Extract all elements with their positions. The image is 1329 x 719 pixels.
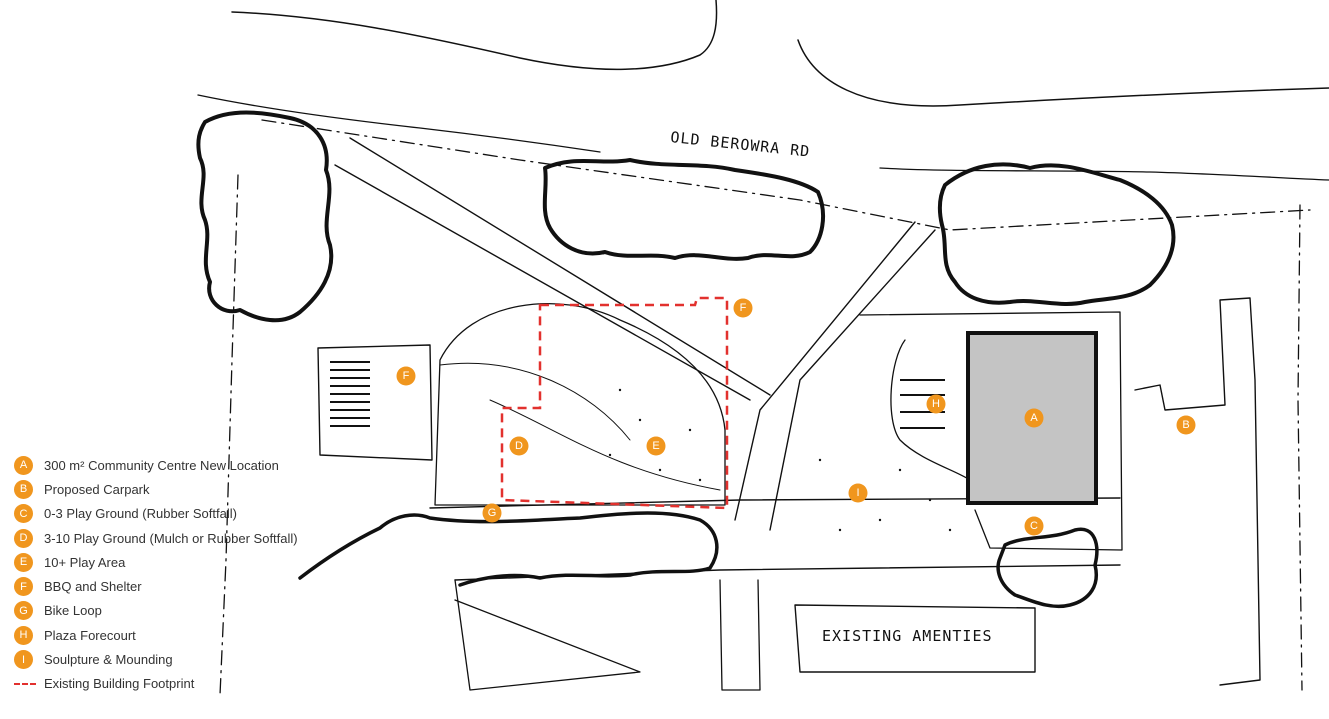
diagonal-path-right-b (769, 229, 936, 531)
marker-a: A (1024, 408, 1044, 428)
existing-amenities-outline (794, 604, 1036, 673)
svg-text:I: I (856, 487, 859, 499)
legend-badge: B (14, 479, 33, 499)
svg-text:C: C (1030, 520, 1038, 532)
legend-item-i: I Soulpture & Mounding (14, 647, 334, 671)
boundary-line-top (261, 119, 1311, 231)
street-label: OLD BEROWRA RD (670, 128, 812, 161)
legend-item-a: A 300 m² Community Centre New Location (14, 453, 334, 477)
svg-text:F: F (403, 370, 410, 382)
existing-building-footprint (500, 296, 729, 510)
svg-text:F: F (740, 302, 747, 314)
road-curb-right (879, 167, 1329, 181)
legend-badge: I (14, 650, 33, 670)
play-area-outline (434, 303, 726, 506)
legend-badge: E (14, 552, 33, 572)
legend-label: BBQ and Shelter (44, 579, 142, 595)
legend-label: Soulpture & Mounding (44, 652, 173, 668)
legend-label: 300 m² Community Centre New Location (44, 457, 279, 473)
marker-f-left: F (396, 366, 416, 386)
legend-item-g: G Bike Loop (14, 599, 334, 623)
svg-text:H: H (932, 398, 940, 410)
legend-item-f: F BBQ and Shelter (14, 574, 334, 598)
road-curb-left (197, 94, 601, 153)
existing-amenities-label: EXISTING AMENTIES (822, 627, 993, 645)
svg-text:G: G (488, 507, 497, 519)
road-edge-top (231, 0, 718, 71)
boundary-line-right (1297, 204, 1303, 691)
tree-canopy-left (196, 110, 334, 323)
svg-text:A: A (1030, 412, 1038, 424)
legend-item-e: E 10+ Play Area (14, 550, 334, 574)
diagonal-path-lower (334, 164, 751, 401)
legend-item-d: D 3-10 Play Ground (Mulch or Rubber Softf… (14, 526, 334, 550)
bottom-stairs-left (719, 579, 761, 691)
marker-b: B (1176, 415, 1196, 435)
legend-item-c: C 0-3 Play Ground (Rubber Softfall) (14, 502, 334, 526)
legend-badge: G (14, 601, 33, 621)
marker-g: G (482, 503, 502, 523)
marker-i: I (848, 483, 868, 503)
legend-badge: F (14, 577, 33, 597)
legend-badge: D (14, 528, 33, 548)
legend-badge: H (14, 625, 33, 645)
marker-f-top: F (733, 298, 753, 318)
play-area-arc-2 (489, 399, 721, 491)
legend-item-h: H Plaza Forecourt (14, 623, 334, 647)
legend-badge: A (14, 455, 33, 475)
marker-h: H (926, 394, 946, 414)
legend-badge: C (14, 504, 33, 524)
diagonal-path-right-a (734, 221, 916, 521)
legend-label: Bike Loop (44, 603, 102, 619)
tree-canopy-right (937, 162, 1176, 306)
marker-d: D (509, 436, 529, 456)
diagonal-path-upper (349, 137, 771, 396)
svg-text:D: D (515, 440, 523, 452)
boundary-line-left (219, 174, 239, 696)
legend-item-footprint: Existing Building Footprint (14, 672, 334, 696)
tree-canopy-centre (542, 158, 826, 261)
footprint-swatch (14, 682, 36, 685)
legend-item-b: B Proposed Carpark (14, 477, 334, 501)
bottom-left-wedge (454, 579, 641, 691)
plaza-curve (890, 339, 971, 481)
legend-label: Proposed Carpark (44, 481, 150, 497)
legend-label: Plaza Forecourt (44, 627, 136, 643)
legend-label: 3-10 Play Ground (Mulch or Rubber Softfa… (44, 530, 298, 546)
legend-label: 10+ Play Area (44, 554, 126, 570)
marker-e: E (646, 436, 666, 456)
plaza-outline (859, 311, 1123, 551)
road-edge-lower (797, 39, 1329, 107)
play-area-arc-1 (439, 362, 631, 441)
svg-text:E: E (652, 440, 659, 452)
svg-text:B: B (1182, 419, 1189, 431)
tree-canopy-bottom-left (298, 511, 719, 587)
legend-label: 0-3 Play Ground (Rubber Softfall) (44, 506, 237, 522)
right-carpark-outline (1134, 297, 1261, 686)
tree-canopy-bottom-right (996, 527, 1099, 608)
legend-label: Existing Building Footprint (44, 676, 195, 692)
marker-c: C (1024, 516, 1044, 536)
lower-path-2 (454, 564, 1121, 581)
left-carpark-outline (317, 344, 433, 461)
